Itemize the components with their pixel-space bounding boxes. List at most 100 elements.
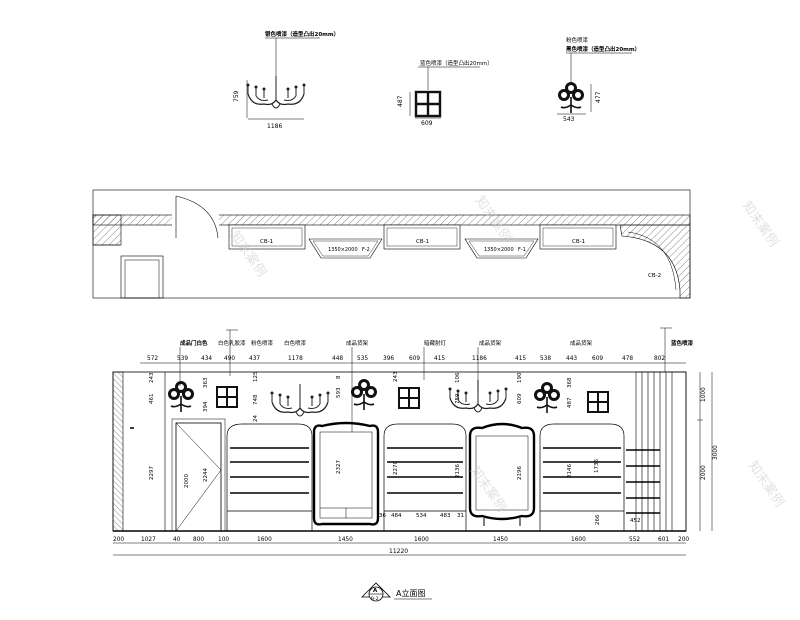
vdim-1: 243 bbox=[149, 372, 155, 383]
bottom-dim-12: 200 bbox=[678, 537, 689, 543]
bottom-dim-0: 200 bbox=[113, 537, 124, 543]
bottom-dim-4: 100 bbox=[218, 537, 229, 543]
section-marker-top: A bbox=[373, 588, 378, 594]
note-2: 粉色喷漆 bbox=[251, 339, 274, 347]
drawing-title: A立面图 bbox=[396, 588, 425, 598]
note-4: 成品货架 bbox=[346, 339, 369, 347]
vdim-16: 759 bbox=[455, 393, 461, 404]
vdim-5: 125 bbox=[253, 371, 259, 382]
detail-window-width: 609 bbox=[421, 120, 433, 127]
detail-chandelier: 银色喷漆（造型凸出20mm） 759 1186 bbox=[233, 30, 339, 130]
vdim-22: 368 bbox=[567, 377, 573, 388]
top-dim-13: 538 bbox=[540, 356, 551, 362]
watermark-text-2: 知末案例 bbox=[739, 198, 782, 250]
vdim-18: 190 bbox=[517, 372, 523, 383]
vdim-14: 2270 bbox=[393, 461, 399, 475]
vdim-12: 2327 bbox=[336, 460, 342, 474]
top-dim-2: 434 bbox=[201, 356, 212, 362]
top-dim-17: 802 bbox=[654, 356, 665, 362]
bottom-dim-10: 552 bbox=[629, 537, 640, 543]
vdim-23: 2146 bbox=[567, 464, 573, 478]
vdim-4: 748 bbox=[253, 394, 259, 405]
vdim-10: 593 bbox=[336, 387, 342, 398]
vdim-13: 243 bbox=[393, 371, 399, 382]
vdim-19: 609 bbox=[517, 393, 523, 404]
top-dim-10: 415 bbox=[434, 356, 445, 362]
right-dim-1: 2000 bbox=[701, 465, 707, 480]
vdim-7: 2297 bbox=[149, 466, 155, 480]
vdim-11: 8 bbox=[336, 375, 342, 379]
right-dim-0: 1000 bbox=[701, 387, 707, 402]
bottom-dim-11: 601 bbox=[658, 537, 669, 543]
detail-flower-height: 477 bbox=[595, 91, 602, 103]
top-dim-6: 448 bbox=[332, 356, 343, 362]
inner-dim-4: 31 bbox=[457, 513, 464, 519]
detail-chandelier-label: 银色喷漆（造型凸出20mm） bbox=[265, 30, 339, 38]
plan-label-3: CB-1 bbox=[416, 239, 429, 245]
bottom-dim-1: 1027 bbox=[141, 537, 156, 543]
inner-dim-0: 36 bbox=[379, 513, 386, 519]
watermark-text-3: 知末案例 bbox=[745, 458, 788, 510]
plan-label-7: CB-2 bbox=[648, 273, 661, 279]
vdim-6: 24 bbox=[253, 415, 259, 422]
top-dim-14: 443 bbox=[566, 356, 577, 362]
vdim-26: 452 bbox=[630, 518, 641, 524]
detail-window-label: 蓝色喷漆（造型凸出20mm） bbox=[420, 59, 493, 67]
bottom-dim-2: 40 bbox=[173, 537, 181, 543]
note-1: 白色乳胶漆 bbox=[218, 339, 246, 347]
bottom-dim-6: 1450 bbox=[338, 537, 353, 543]
watermark-text-4: 知末案例 bbox=[467, 463, 510, 515]
vdim-21: 487 bbox=[567, 397, 573, 408]
top-dim-1: 539 bbox=[177, 356, 188, 362]
plan-label-1: 1350×2000 bbox=[328, 247, 358, 253]
note-0: 成品门白色 bbox=[180, 339, 208, 347]
vdim-20: 2196 bbox=[517, 466, 523, 480]
vdim-15: 106 bbox=[455, 372, 461, 383]
top-dim-5: 1178 bbox=[288, 356, 303, 362]
top-dim-0: 572 bbox=[147, 356, 158, 362]
vdim-24: 1736 bbox=[594, 459, 600, 473]
top-dim-12: 415 bbox=[515, 356, 526, 362]
vdim-8: 2000 bbox=[184, 474, 190, 488]
detail-flower-label-top: 粉色喷漆 bbox=[566, 36, 589, 44]
detail-flower-width: 543 bbox=[563, 116, 575, 123]
top-dim-11: 1186 bbox=[472, 356, 487, 362]
plan-label-6: CB-1 bbox=[572, 239, 585, 245]
detail-chandelier-width: 1186 bbox=[267, 123, 282, 130]
detail-chandelier-height: 759 bbox=[233, 90, 240, 102]
inner-dim-1: 484 bbox=[391, 513, 402, 519]
note-3: 白色喷漆 bbox=[284, 339, 307, 347]
note-5: 暗藏射灯 bbox=[424, 339, 447, 347]
bottom-dim-5: 1600 bbox=[257, 537, 272, 543]
total-dim: 11220 bbox=[389, 548, 408, 555]
top-dim-7: 535 bbox=[357, 356, 368, 362]
note-8: 蓝色喷漆 bbox=[671, 339, 694, 347]
vdim-9: 2244 bbox=[203, 468, 209, 482]
top-dim-16: 478 bbox=[622, 356, 633, 362]
detail-flower-label: 黑色喷漆（造型凸出20mm） bbox=[566, 45, 640, 53]
top-dim-15: 609 bbox=[592, 356, 603, 362]
detail-flower: 粉色喷漆 黑色喷漆（造型凸出20mm） 477 543 bbox=[557, 36, 640, 123]
right-dim-2: 3000 bbox=[713, 445, 719, 460]
plan-label-0: CB-1 bbox=[260, 239, 273, 245]
top-dim-9: 609 bbox=[409, 356, 420, 362]
vdim-0: 461 bbox=[149, 394, 155, 405]
elevation-view: 成品门白色 白色乳胶漆 粉色喷漆 白色喷漆 成品货架 暗藏射灯 成品货架 成品货… bbox=[112, 327, 719, 556]
bottom-dim-8: 1450 bbox=[493, 537, 508, 543]
floor-plan: CB-1 1350×2000 F-2 CB-1 1350×2000 F-1 CB… bbox=[92, 189, 691, 299]
plan-label-2: F-2 bbox=[362, 247, 370, 253]
plan-label-5: F-1 bbox=[518, 247, 526, 253]
top-dim-3: 490 bbox=[224, 356, 235, 362]
vdim-25: 266 bbox=[595, 514, 601, 525]
inner-dim-3: 483 bbox=[440, 513, 451, 519]
inner-dim-2: 534 bbox=[416, 513, 427, 519]
section-title: A B-2 A立面图 bbox=[361, 582, 432, 602]
plan-label-4: 1350×2000 bbox=[484, 247, 514, 253]
vdim-2: 394 bbox=[203, 401, 209, 412]
section-marker-bottom: B-2 bbox=[371, 596, 379, 602]
bottom-dim-7: 1600 bbox=[414, 537, 429, 543]
top-dim-4: 437 bbox=[249, 356, 260, 362]
note-7: 成品货架 bbox=[570, 339, 593, 347]
vdim-17: 2136 bbox=[455, 464, 461, 478]
